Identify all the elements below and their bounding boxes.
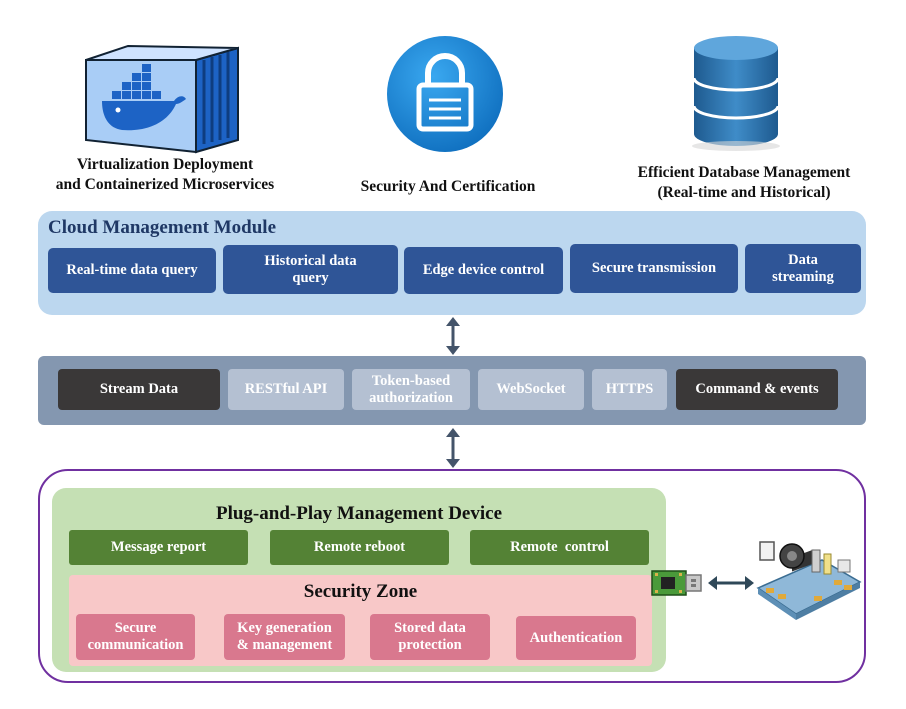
restful-api-button[interactable]: RESTful API: [228, 369, 344, 410]
button-label: Stream Data: [99, 381, 179, 397]
secure-communication-button[interactable]: Secure communication: [76, 614, 195, 660]
usb-dongle-icon: [651, 568, 703, 598]
remote-control-button[interactable]: Remote control: [470, 530, 649, 565]
button-label: Real-time data query: [66, 262, 198, 278]
database-caption: Efficient Database Management (Real-time…: [606, 163, 882, 203]
caption-line: (Real-time and Historical): [657, 184, 831, 201]
button-label: RESTful API: [244, 381, 328, 397]
stream-data-button[interactable]: Stream Data: [58, 369, 220, 410]
button-label: communication: [87, 637, 184, 653]
edge-device-control-button[interactable]: Edge device control: [404, 247, 563, 294]
button-label: query: [292, 269, 329, 286]
button-label: authorization: [369, 389, 453, 406]
caption-line: Efficient Database Management: [637, 164, 851, 181]
virtualization-caption: Virtualization Deployment and Containeri…: [20, 155, 310, 195]
remote-reboot-button[interactable]: Remote reboot: [270, 530, 449, 565]
database-icon: [688, 34, 784, 154]
button-label: Key generation: [237, 620, 332, 636]
stored-data-protection-button[interactable]: Stored data protection: [370, 614, 490, 660]
button-label: Remote control: [510, 539, 609, 555]
caption-line: and Containerized Microservices: [55, 176, 275, 193]
button-label: Data: [788, 251, 818, 268]
realtime-query-button[interactable]: Real-time data query: [48, 248, 216, 293]
authentication-button[interactable]: Authentication: [516, 616, 636, 660]
button-label: Command & events: [695, 381, 819, 397]
data-streaming-button[interactable]: Data streaming: [745, 244, 861, 293]
button-label: Stored data: [394, 620, 466, 636]
button-label: Message report: [110, 539, 207, 555]
button-label: Historical data: [264, 252, 357, 269]
button-label: Secure: [114, 620, 157, 636]
cloud-module-title: Cloud Management Module: [48, 217, 276, 238]
secure-transmission-button[interactable]: Secure transmission: [570, 244, 738, 293]
lock-icon: [386, 35, 504, 153]
horizontal-double-arrow-icon: [708, 575, 754, 591]
button-label: protection: [398, 637, 462, 653]
message-report-button[interactable]: Message report: [69, 530, 248, 565]
caption-line: Security And Certification: [360, 178, 536, 195]
button-label: WebSocket: [496, 381, 566, 397]
button-label: Remote reboot: [313, 539, 406, 555]
button-label: streaming: [772, 268, 834, 285]
security-caption: Security And Certification: [330, 177, 566, 197]
security-zone-title: Security Zone: [303, 581, 418, 602]
double-arrow-icon: [444, 317, 462, 355]
plug-and-play-title: Plug-and-Play Management Device: [215, 503, 502, 524]
websocket-button[interactable]: WebSocket: [478, 369, 584, 410]
command-events-button[interactable]: Command & events: [676, 369, 838, 410]
edge-device-board-icon: [752, 530, 864, 630]
button-label: Authentication: [529, 629, 623, 646]
historical-query-button[interactable]: Historical data query: [223, 245, 398, 294]
button-label: & management: [236, 637, 333, 653]
button-label: Token-based: [371, 372, 451, 389]
docker-container-icon: [78, 40, 248, 155]
token-authorization-button[interactable]: Token-based authorization: [352, 369, 470, 410]
https-button[interactable]: HTTPS: [592, 369, 667, 410]
key-generation-button[interactable]: Key generation & management: [224, 614, 345, 660]
double-arrow-icon: [444, 428, 462, 468]
button-label: HTTPS: [605, 381, 654, 397]
button-label: Secure transmission: [591, 260, 717, 276]
caption-line: Virtualization Deployment: [76, 156, 254, 173]
button-label: Edge device control: [422, 262, 545, 278]
